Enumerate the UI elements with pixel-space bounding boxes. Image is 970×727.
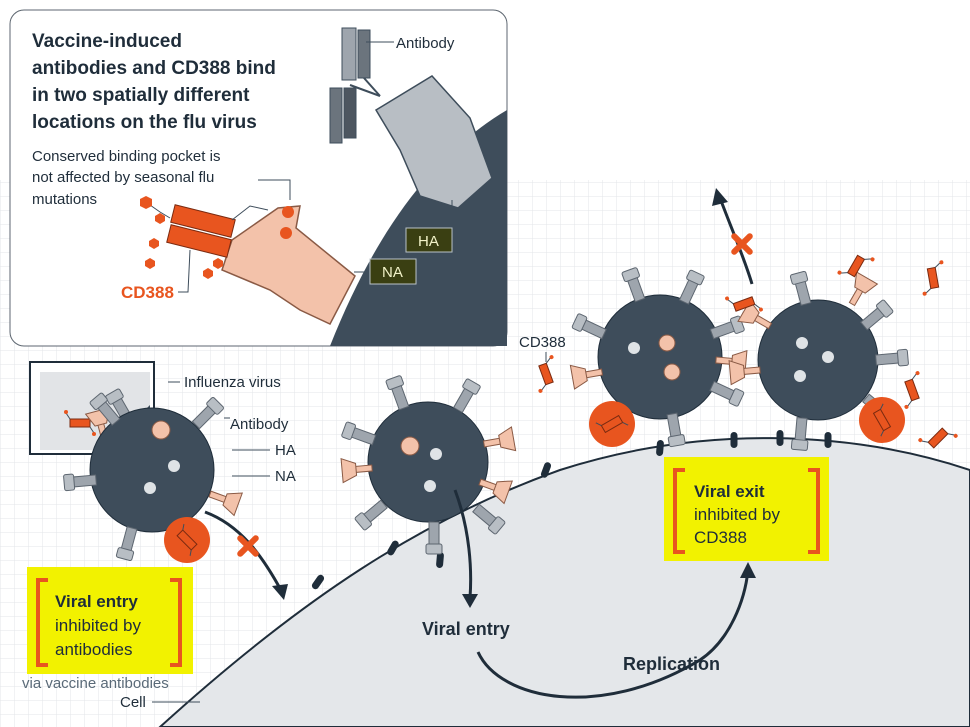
inset-cd388-label: CD388: [121, 283, 174, 302]
antibody-label: Antibody: [230, 416, 289, 433]
inset-title-line-4: locations on the flu virus: [32, 112, 257, 133]
inset-title-line-2: antibodies and CD388 bind: [32, 58, 276, 79]
inset-ha-label: HA: [418, 233, 439, 250]
cell-label: Cell: [120, 694, 146, 711]
replication-arrow: [476, 569, 750, 699]
viral-entry-label: Viral entry: [422, 619, 510, 639]
exit-box-line-2: CD388: [694, 528, 747, 547]
exit-box-line-1: inhibited by: [694, 505, 781, 524]
viral-entry-inhibited-box: Viral entry inhibited by antibodies: [27, 567, 193, 674]
viral-exit-inhibited-box: Viral exit inhibited by CD388: [664, 457, 829, 561]
cd388-label: CD388: [519, 334, 566, 351]
ha-label: HA: [275, 442, 296, 459]
exit-blocked-cross: [731, 233, 753, 255]
replication-label: Replication: [623, 654, 720, 674]
inset-antibody-label: Antibody: [396, 35, 455, 52]
entering-influenza-virus: [340, 374, 517, 555]
entry-box-footnote: via vaccine antibodies: [22, 675, 169, 692]
inset-cd388-molecule: [140, 196, 269, 279]
budding-virus-1: [569, 266, 748, 448]
left-influenza-virus: [62, 391, 243, 562]
exit-box-title: Viral exit: [694, 482, 765, 501]
inset-ha-protein: [374, 75, 493, 209]
na-label: NA: [275, 468, 296, 485]
entry-box-line-2: antibodies: [55, 640, 133, 659]
inset-title-line-3: in two spatially different: [32, 85, 250, 106]
inset-panel: Vaccine-induced antibodies and CD388 bin…: [9, 9, 508, 347]
pocket-line-2: not affected by seasonal flu: [32, 169, 214, 186]
inset-na-label: NA: [382, 264, 403, 281]
inset-title-line-1: Vaccine-induced: [32, 31, 182, 52]
pocket-line-1: Conserved binding pocket is: [32, 148, 220, 165]
entry-box-line-1: inhibited by: [55, 616, 142, 635]
inset-na-badge: [369, 258, 417, 285]
budding-virus-2: [728, 270, 910, 452]
influenza-virus-label: Influenza virus: [184, 374, 281, 391]
inset-antibody-icon: [329, 27, 394, 144]
inset-ha-badge: [405, 227, 453, 253]
entry-blocked-cross: [237, 535, 259, 557]
pocket-line-3: mutations: [32, 191, 97, 208]
entry-box-title: Viral entry: [55, 592, 138, 611]
viral-entry-arrow: [453, 489, 473, 599]
